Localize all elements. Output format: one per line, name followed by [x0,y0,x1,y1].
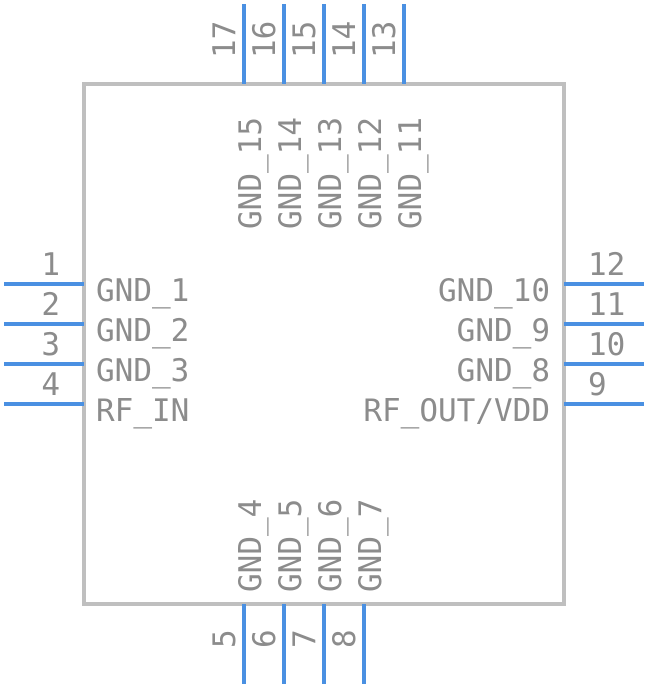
pin-1-name: GND_1 [96,273,189,309]
pin-12-number: 12 [588,247,625,283]
pin-1-number: 1 [41,247,60,283]
bottom-pins: 5 6 7 8 GND_4 GND_5 GND_6 GND_7 [207,499,389,684]
pin-12-name: GND_10 [438,273,550,309]
pin-11-name: GND_9 [457,313,550,349]
pin-15-name: GND_13 [313,117,349,229]
pin-15-number: 15 [287,21,323,58]
pin-6-name: GND_5 [273,499,309,592]
pin-9-number: 9 [588,367,607,403]
pin-14-name: GND_12 [353,117,389,229]
pin-16-number: 16 [247,21,283,58]
pin-13-name: GND_11 [393,117,429,229]
pin-3-number: 3 [41,327,60,363]
left-pins: 1 2 3 4 GND_1 GND_2 GND_3 RF_IN [4,247,189,429]
pin-8-name: GND_7 [353,499,389,592]
right-pins: 9 10 11 12 RF_OUT/VDD GND_8 GND_9 GND_10 [363,247,644,429]
pin-4-number: 4 [41,367,60,403]
pin-7-number: 7 [287,629,323,648]
pin-10-name: GND_8 [457,353,550,389]
pin-16-name: GND_14 [273,117,309,229]
pin-6-number: 6 [247,629,283,648]
top-pins: 17 16 15 14 13 GND_15 GND_14 GND_13 GND_… [207,4,429,229]
pin-2-name: GND_2 [96,313,189,349]
pin-4-name: RF_IN [96,393,189,429]
pin-13-number: 13 [367,21,403,58]
pin-9-name: RF_OUT/VDD [363,393,550,429]
pin-10-number: 10 [588,327,625,363]
pin-8-number: 8 [327,629,363,648]
pin-3-name: GND_3 [96,353,189,389]
pin-7-name: GND_6 [313,499,349,592]
pin-14-number: 14 [327,21,363,58]
pin-11-number: 11 [588,287,625,323]
pin-2-number: 2 [41,287,60,323]
pin-5-number: 5 [207,629,243,648]
pin-5-name: GND_4 [233,499,269,592]
pin-17-name: GND_15 [233,117,269,229]
pin-17-number: 17 [207,21,243,58]
